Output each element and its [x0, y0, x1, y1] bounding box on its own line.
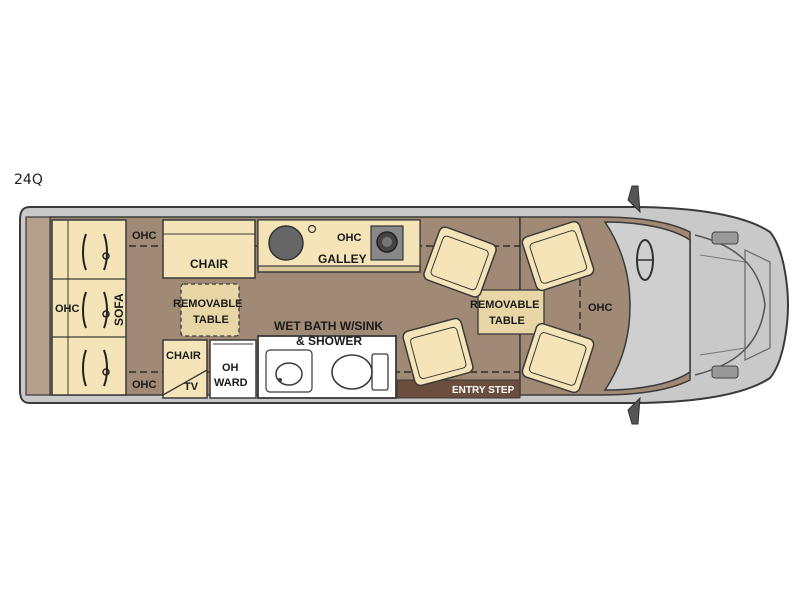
removable-table-rear — [180, 283, 240, 337]
bath-sink-cabinet — [265, 349, 313, 393]
galley-faucet — [307, 224, 317, 234]
hood-lines — [694, 234, 766, 376]
swivel-chair-mid-top — [423, 226, 497, 298]
cab-seat-passenger — [521, 322, 595, 394]
cab-seat-driver — [521, 220, 595, 292]
chair-side — [162, 339, 208, 399]
label-oh-ward-1: OH — [222, 362, 239, 374]
label-ohc-rear-bottom: OHC — [132, 379, 157, 391]
label-oh-ward-2: WARD — [214, 377, 248, 389]
mirror-bottom — [627, 396, 641, 425]
model-name: 24Q — [14, 172, 43, 188]
buckle-3 — [102, 368, 110, 376]
galley-burner-inner — [382, 237, 392, 247]
galley-sink — [268, 225, 304, 261]
chair-rear — [162, 219, 256, 279]
sofa — [51, 219, 127, 396]
hood-crease-2 — [699, 347, 746, 356]
seatbelt-3 — [82, 349, 108, 387]
hood-crease-1 — [699, 254, 746, 263]
label-chair-rear: CHAIR — [190, 257, 228, 271]
label-removable-table-rear-2: TABLE — [193, 314, 229, 326]
seatbelt-2 — [82, 291, 108, 329]
label-ohc-rear-top: OHC — [132, 230, 157, 242]
label-entry-step: ENTRY STEP — [452, 385, 515, 396]
oh-wardrobe — [209, 339, 257, 399]
label-chair-side: CHAIR — [166, 350, 201, 362]
label-tv: TV — [184, 381, 199, 393]
label-wet-bath-1: WET BATH W/SINK — [274, 319, 383, 333]
tv-line — [162, 369, 208, 396]
buckle-2 — [102, 310, 110, 318]
mirror-top — [627, 185, 641, 214]
headlight-top — [711, 231, 739, 245]
dashboard — [603, 221, 691, 391]
label-removable-table-rear-1: REMOVABLE — [173, 298, 242, 310]
label-removable-table-front-2: TABLE — [489, 315, 525, 327]
bath-drain — [278, 378, 282, 382]
label-ohc-cab: OHC — [588, 302, 613, 314]
grille — [744, 249, 771, 361]
label-ohc-galley: OHC — [337, 232, 362, 244]
headlight-bottom — [711, 365, 739, 379]
label-sofa: SOFA — [112, 293, 126, 326]
label-galley: GALLEY — [318, 252, 367, 266]
seatbelt-1 — [82, 233, 108, 271]
bath-sink — [275, 362, 303, 386]
label-removable-table-front-1: REMOVABLE — [470, 299, 539, 311]
label-wet-bath-2: & SHOWER — [296, 334, 362, 348]
toilet-tank — [371, 353, 389, 391]
removable-table-front — [477, 289, 545, 335]
rear-wall — [25, 216, 51, 396]
toilet — [331, 354, 373, 390]
label-ohc-rear-mid: OHC — [55, 303, 80, 315]
buckle-1 — [102, 252, 110, 260]
swivel-chair-mid-bottom — [402, 317, 474, 387]
